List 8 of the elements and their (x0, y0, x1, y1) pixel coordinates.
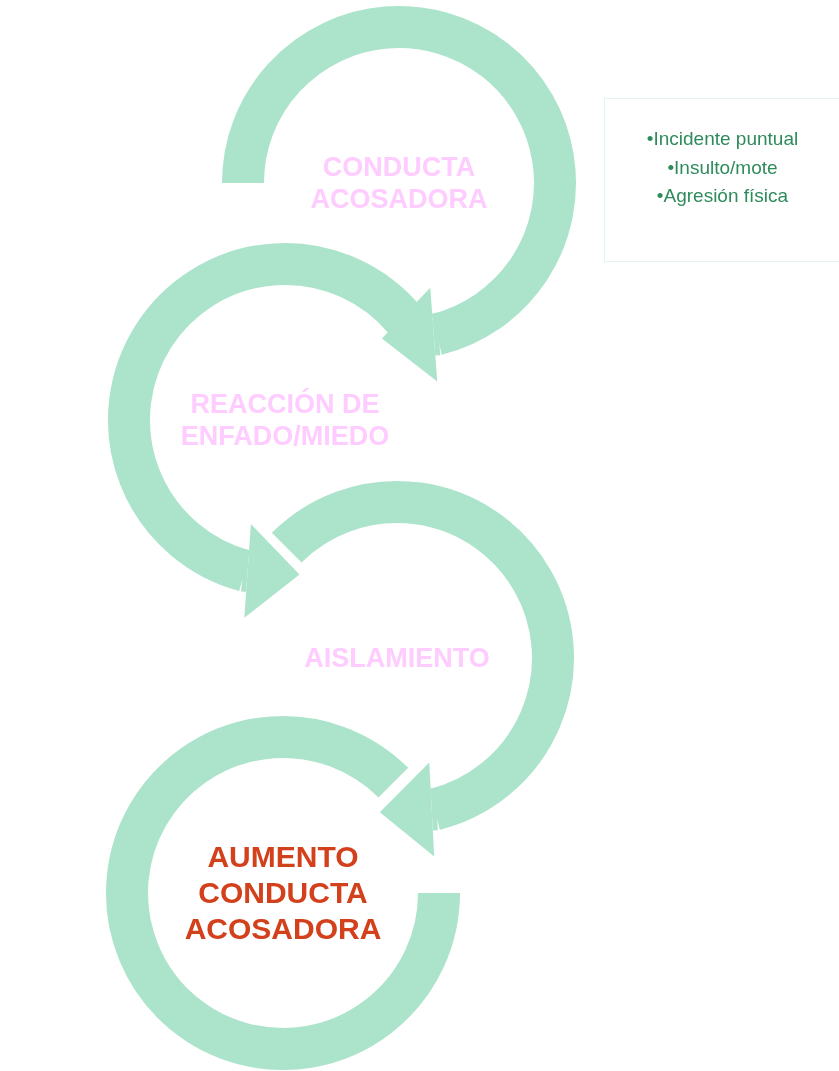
arrow (381, 287, 441, 382)
step-label: AUMENTO CONDUCTA ACOSADORA (183, 839, 383, 947)
bullet-item: •Incidente puntual (646, 127, 799, 151)
bullet-item: •Agresión física (656, 184, 789, 208)
note-box (604, 98, 839, 262)
bullet-item: •Insulto/mote (667, 155, 778, 180)
arrow (379, 762, 438, 857)
arrow (241, 524, 300, 618)
